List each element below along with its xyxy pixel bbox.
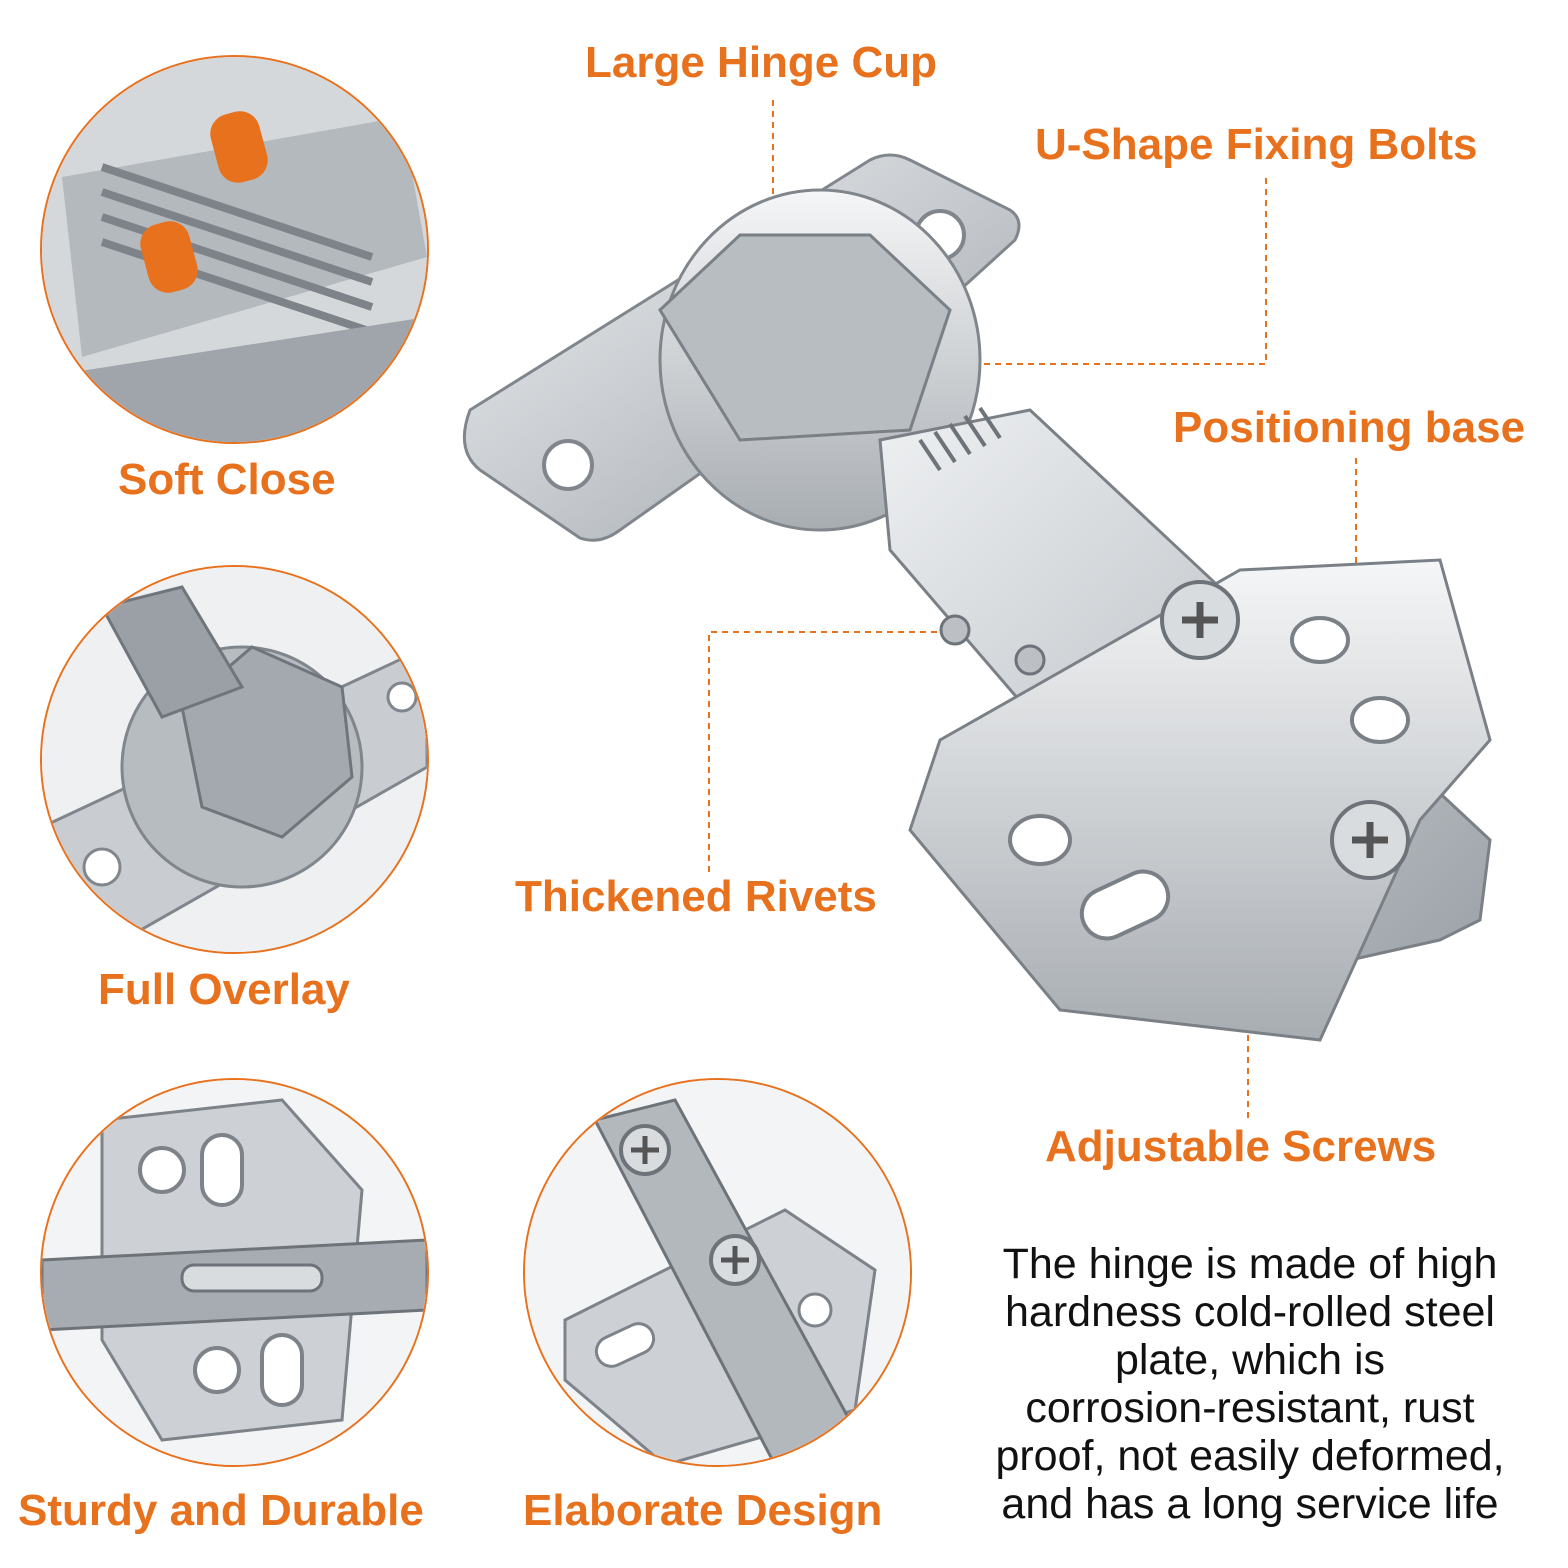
- feature-full-overlay: Full Overlay: [98, 965, 350, 1014]
- description-line: hardness cold-rolled steel: [1005, 1288, 1495, 1336]
- callout-thickened-rivets: Thickened Rivets: [515, 872, 877, 921]
- description-line: proof, not easily deformed,: [995, 1432, 1505, 1480]
- hinge-product-image: [462, 153, 1492, 1042]
- feature-sturdy-and-durable: Sturdy and Durable: [18, 1486, 424, 1535]
- description-line: and has a long service life: [1001, 1480, 1499, 1528]
- callout-adjustable-screws: Adjustable Screws: [1045, 1122, 1437, 1171]
- elaborate-design-detail-image: [523, 1078, 912, 1467]
- feature-elaborate-design: Elaborate Design: [523, 1486, 883, 1535]
- callout-u-shape-fixing-bolts: U-Shape Fixing Bolts: [1035, 120, 1478, 169]
- sturdy-detail-image: [40, 1078, 429, 1467]
- description-line: The hinge is made of high: [1002, 1240, 1498, 1288]
- material-description: The hinge is made of high hardness cold-…: [940, 1240, 1560, 1528]
- callout-large-hinge-cup: Large Hinge Cup: [585, 38, 938, 87]
- soft-close-detail-image: [40, 55, 429, 444]
- callout-positioning-base: Positioning base: [1173, 403, 1526, 452]
- full-overlay-detail-image: [40, 565, 429, 954]
- description-line: plate, which is: [1114, 1336, 1386, 1384]
- feature-soft-close: Soft Close: [118, 455, 336, 504]
- description-line: corrosion-resistant, rust: [1025, 1384, 1475, 1432]
